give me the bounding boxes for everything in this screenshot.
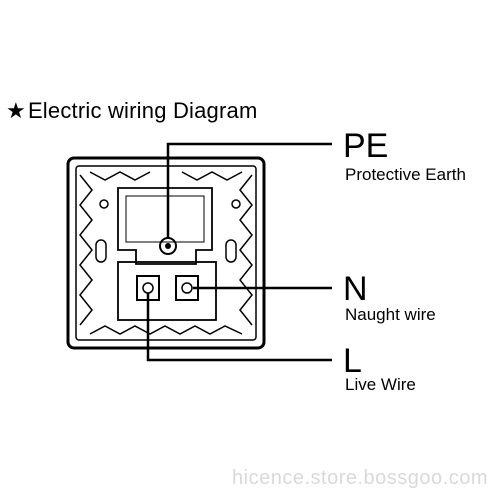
pe-leader-line xyxy=(166,142,332,238)
n-code-label: N xyxy=(343,270,368,308)
pe-name-label: Protective Earth xyxy=(345,165,466,184)
socket-inner-frame xyxy=(75,165,257,341)
earth-housing xyxy=(117,187,213,265)
star-icon: ★ xyxy=(6,98,26,123)
pe-terminal-screw xyxy=(159,237,177,255)
diagram-title-text: Electric wiring Diagram xyxy=(27,98,258,123)
corner-screws xyxy=(95,199,241,263)
terminal-housing xyxy=(117,261,217,321)
watermark: hicence.store.bossgoo.com xyxy=(232,467,488,489)
l-name-label: Live Wire xyxy=(345,375,416,394)
socket-outer-frame xyxy=(66,156,266,350)
pe-code-label: PE xyxy=(343,127,389,165)
l-code-label: L xyxy=(343,342,362,380)
l-leader-line xyxy=(146,293,332,362)
diagram-title: ★Electric wiring Diagram xyxy=(6,98,257,124)
socket-edge-teeth xyxy=(79,171,253,335)
n-name-label: Naught wire xyxy=(345,305,436,324)
